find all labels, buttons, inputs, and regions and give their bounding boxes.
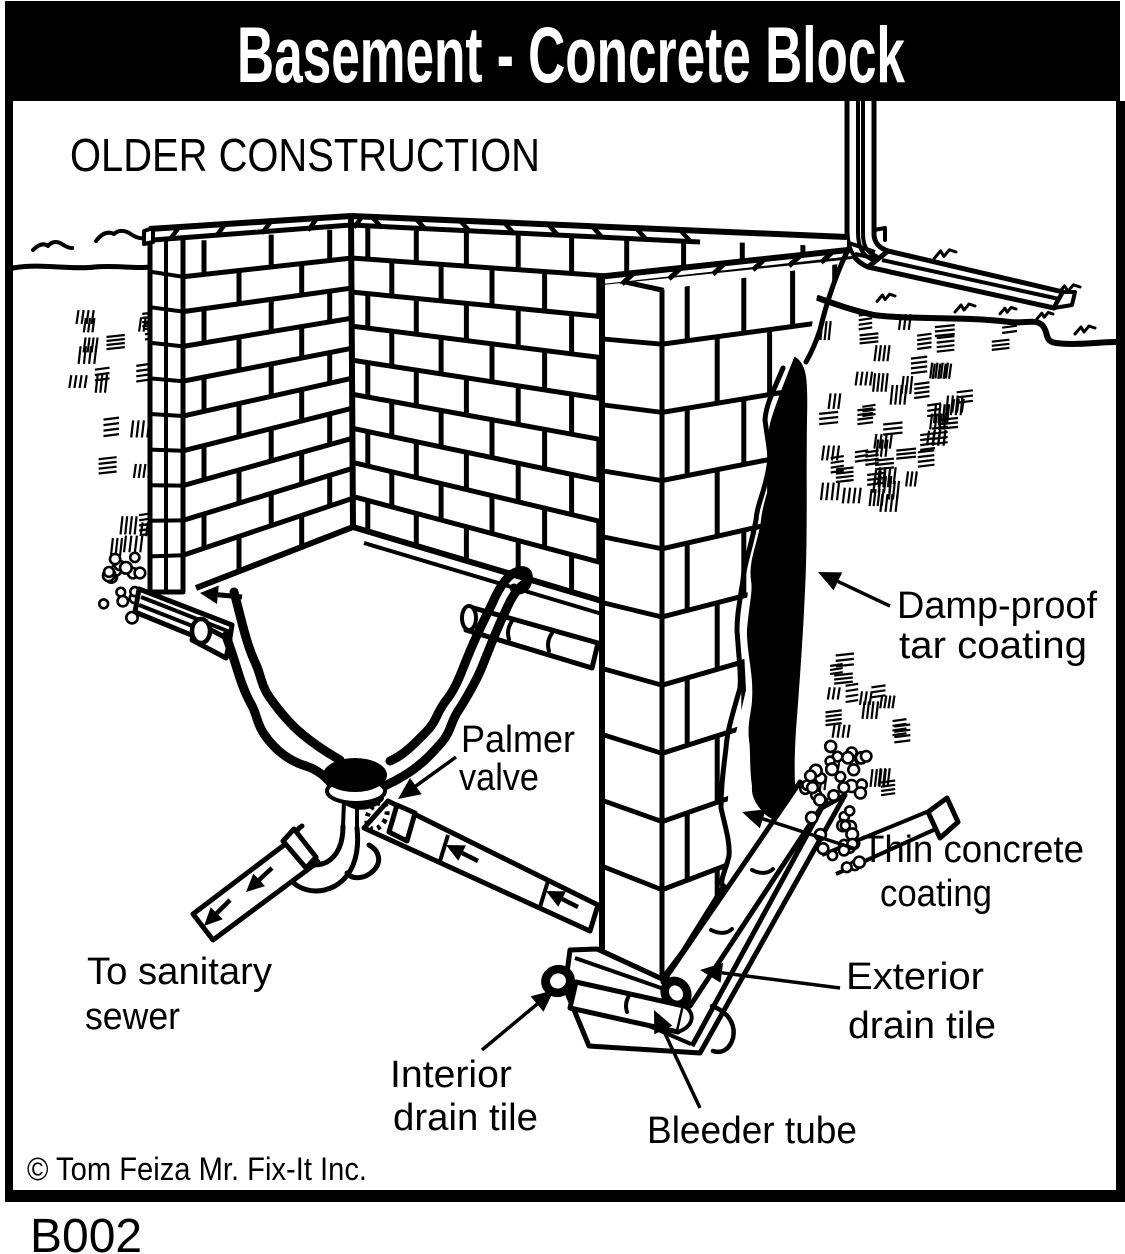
svg-text:Basement - Concrete Block: Basement - Concrete Block xyxy=(237,10,906,99)
svg-text:Thin concrete: Thin concrete xyxy=(862,829,1084,871)
svg-text:To sanitary: To sanitary xyxy=(87,951,272,993)
svg-text:drain tile: drain tile xyxy=(393,1097,538,1139)
svg-text:sewer: sewer xyxy=(85,996,180,1038)
svg-text:Damp-proof: Damp-proof xyxy=(897,585,1097,627)
svg-text:© Tom Feiza Mr. Fix-It Inc.: © Tom Feiza Mr. Fix-It Inc. xyxy=(27,1151,367,1187)
svg-text:coating: coating xyxy=(880,873,992,915)
svg-text:Exterior: Exterior xyxy=(846,956,984,998)
svg-text:Palmer: Palmer xyxy=(461,719,575,761)
svg-text:Interior: Interior xyxy=(390,1054,512,1096)
svg-text:drain tile: drain tile xyxy=(848,1005,996,1047)
svg-text:tar coating: tar coating xyxy=(899,625,1087,667)
svg-text:valve: valve xyxy=(459,757,539,799)
svg-text:Bleeder tube: Bleeder tube xyxy=(647,1110,857,1152)
svg-text:OLDER CONSTRUCTION: OLDER CONSTRUCTION xyxy=(70,129,540,181)
svg-text:B002: B002 xyxy=(30,1210,142,1254)
